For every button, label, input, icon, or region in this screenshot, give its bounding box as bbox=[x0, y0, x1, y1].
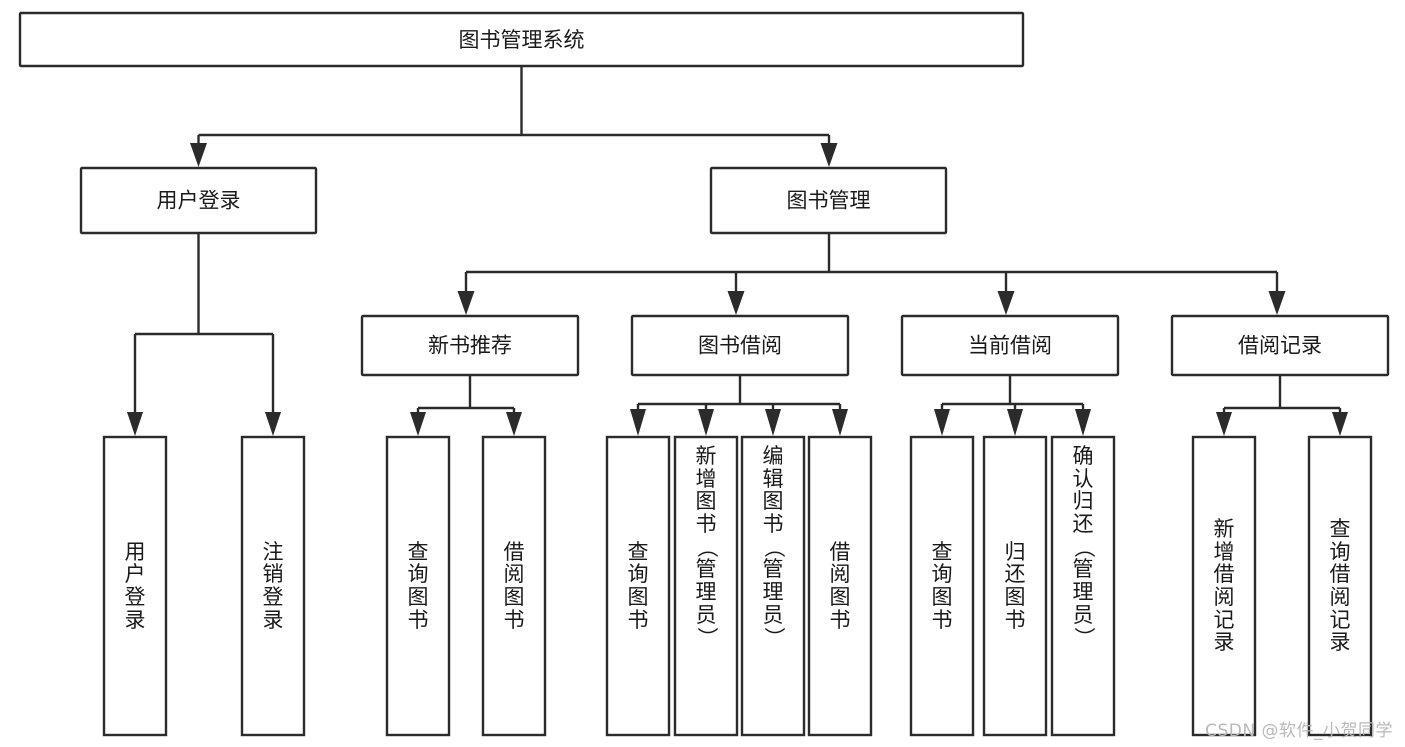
node-book-management-box[interactable] bbox=[709, 166, 948, 235]
leaf-box-user-login[interactable] bbox=[102, 435, 168, 737]
arrowhead-record-leaf1 bbox=[1216, 412, 1232, 436]
node-root-book-management-system[interactable]: 图书管理系统 bbox=[18, 11, 1025, 68]
leaf-box-confirm-return[interactable] bbox=[1050, 435, 1116, 737]
arrowhead-current-leaf3 bbox=[1075, 409, 1091, 436]
leaf-box-add-book-admin[interactable] bbox=[673, 435, 739, 737]
node-borrow-record-box[interactable] bbox=[1170, 314, 1390, 377]
arrowhead-current bbox=[997, 291, 1015, 315]
arrowhead-leaf-user-login bbox=[127, 412, 143, 436]
node-new-book-recommend-label: 新书推荐 bbox=[428, 334, 512, 358]
arrowhead-record bbox=[1268, 291, 1286, 315]
arrowhead-borrow-leaf2 bbox=[698, 409, 714, 436]
node-user-login[interactable]: 用户登录 bbox=[79, 166, 318, 235]
node-user-login-box[interactable] bbox=[79, 166, 318, 235]
node-root-label: 图书管理系统 bbox=[459, 28, 585, 52]
node-new-book-recommend[interactable]: 新书推荐 bbox=[360, 314, 580, 377]
connector-group-bookmgmt-to-level3 bbox=[457, 233, 1286, 315]
leaf-box-logout[interactable] bbox=[240, 435, 306, 737]
arrowhead-borrow bbox=[727, 291, 745, 315]
connector-group-userlogin-to-leaves bbox=[127, 233, 281, 436]
arrowhead-record-leaf2 bbox=[1332, 412, 1348, 436]
node-borrow-record[interactable]: 借阅记录 bbox=[1170, 314, 1390, 377]
node-book-management[interactable]: 图书管理 bbox=[709, 166, 948, 235]
arrowhead-newbook bbox=[457, 291, 475, 315]
arrowhead-current-leaf2 bbox=[1007, 409, 1023, 436]
node-current-borrow-label: 当前借阅 bbox=[968, 334, 1052, 358]
connector-group-root-to-level2 bbox=[190, 66, 838, 167]
watermark-text: CSDN @软件_小贺同学 bbox=[1205, 721, 1393, 741]
connector-group-borrow-to-leaves bbox=[630, 375, 848, 436]
leaf-box-add-record[interactable] bbox=[1191, 435, 1257, 737]
leaf-box-edit-book-admin[interactable] bbox=[740, 435, 806, 737]
arrowhead-book-mgmt bbox=[820, 143, 838, 167]
leaf-box-query-record[interactable] bbox=[1307, 435, 1373, 737]
arrowhead-borrow-leaf4 bbox=[832, 409, 848, 436]
leaf-box-query-book-1[interactable] bbox=[385, 435, 451, 737]
arrowhead-user-login bbox=[190, 143, 207, 167]
connector-group-record-to-leaves bbox=[1216, 375, 1348, 436]
arrowhead-borrow-leaf3 bbox=[765, 409, 781, 436]
node-current-borrow-box[interactable] bbox=[900, 314, 1120, 377]
arrowhead-newbook-leaf2 bbox=[506, 412, 522, 436]
node-book-borrow-label: 图书借阅 bbox=[698, 334, 782, 358]
arrowhead-newbook-leaf1 bbox=[410, 412, 426, 436]
node-user-login-label: 用户登录 bbox=[157, 189, 241, 213]
arrowhead-borrow-leaf1 bbox=[630, 409, 646, 436]
node-root-box[interactable] bbox=[18, 11, 1025, 68]
arrowhead-current-leaf1 bbox=[934, 409, 950, 436]
leaf-box-query-book-2[interactable] bbox=[605, 435, 671, 737]
node-new-book-recommend-box[interactable] bbox=[360, 314, 580, 377]
leaf-box-query-book-3[interactable] bbox=[909, 435, 975, 737]
leaf-box-borrow-book-2[interactable] bbox=[807, 435, 873, 737]
leaf-box-group bbox=[102, 435, 1373, 737]
connector-group-newbook-to-leaves bbox=[410, 375, 522, 436]
node-book-borrow[interactable]: 图书借阅 bbox=[630, 314, 850, 377]
connector-group-current-to-leaves bbox=[934, 375, 1091, 436]
arrowhead-leaf-logout bbox=[265, 412, 281, 436]
node-borrow-record-label: 借阅记录 bbox=[1238, 334, 1322, 358]
leaf-box-borrow-book-1[interactable] bbox=[481, 435, 547, 737]
leaf-box-return-book[interactable] bbox=[982, 435, 1048, 737]
node-current-borrow[interactable]: 当前借阅 bbox=[900, 314, 1120, 377]
node-book-management-label: 图书管理 bbox=[787, 189, 871, 213]
node-book-borrow-box[interactable] bbox=[630, 314, 850, 377]
